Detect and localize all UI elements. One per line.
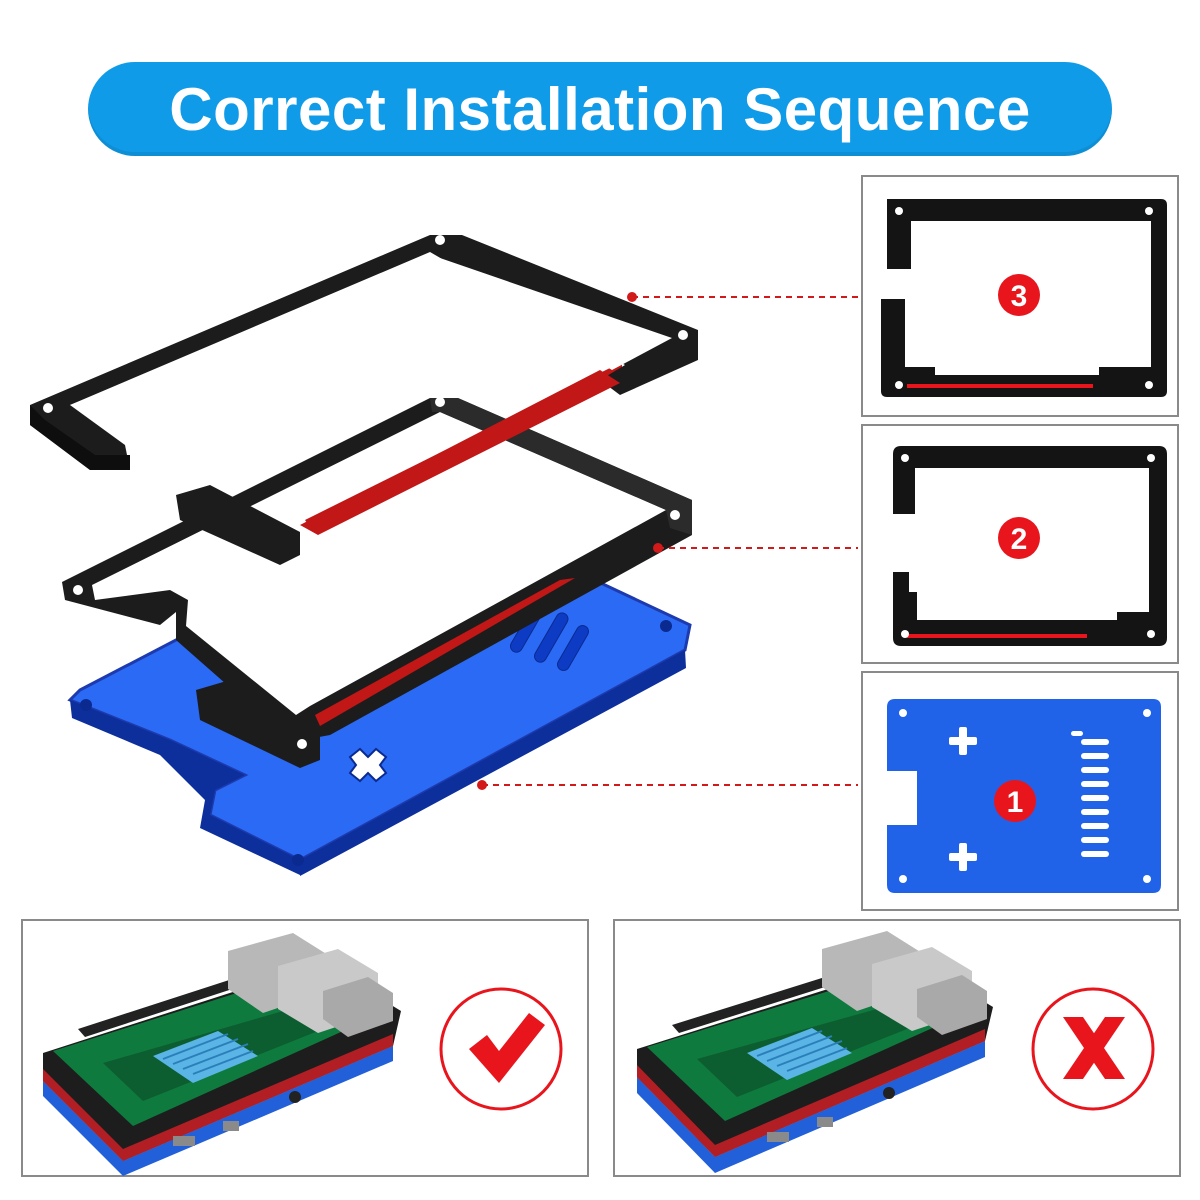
top-frame-black xyxy=(30,235,698,535)
svg-text:3: 3 xyxy=(1011,280,1028,313)
step-2-badge: 2 xyxy=(998,517,1040,559)
svg-text:1: 1 xyxy=(1007,786,1024,819)
exploded-layer-diagram xyxy=(30,235,858,876)
cross-icon xyxy=(1063,1017,1125,1079)
checkmark-icon xyxy=(469,1013,545,1083)
page-title: Correct Installation Sequence xyxy=(169,75,1031,143)
leader-lines xyxy=(482,296,858,786)
incorrect-assembly-box xyxy=(613,919,1181,1177)
layer-1-panel: 1 xyxy=(861,671,1179,911)
base-plate-outline: 1 xyxy=(887,699,1161,893)
correct-assembly-box xyxy=(21,919,589,1177)
correct-mark xyxy=(439,987,563,1111)
incorrect-assembly-illustration xyxy=(637,931,1155,1173)
title-banner: Correct Installation Sequence xyxy=(88,62,1112,156)
heatsink xyxy=(153,1031,258,1083)
layer-2-panel: 2 xyxy=(861,424,1179,664)
incorrect-mark xyxy=(1031,987,1155,1111)
heatsink xyxy=(747,1028,852,1080)
step-1-badge: 1 xyxy=(994,780,1036,822)
correct-assembly-illustration xyxy=(43,933,563,1176)
svg-text:2: 2 xyxy=(1011,523,1028,556)
layer-3-panel: 3 xyxy=(861,175,1179,417)
step-3-badge: 3 xyxy=(998,274,1040,316)
middle-frame-outline: 2 xyxy=(893,446,1167,646)
top-frame-outline: 3 xyxy=(881,199,1167,397)
